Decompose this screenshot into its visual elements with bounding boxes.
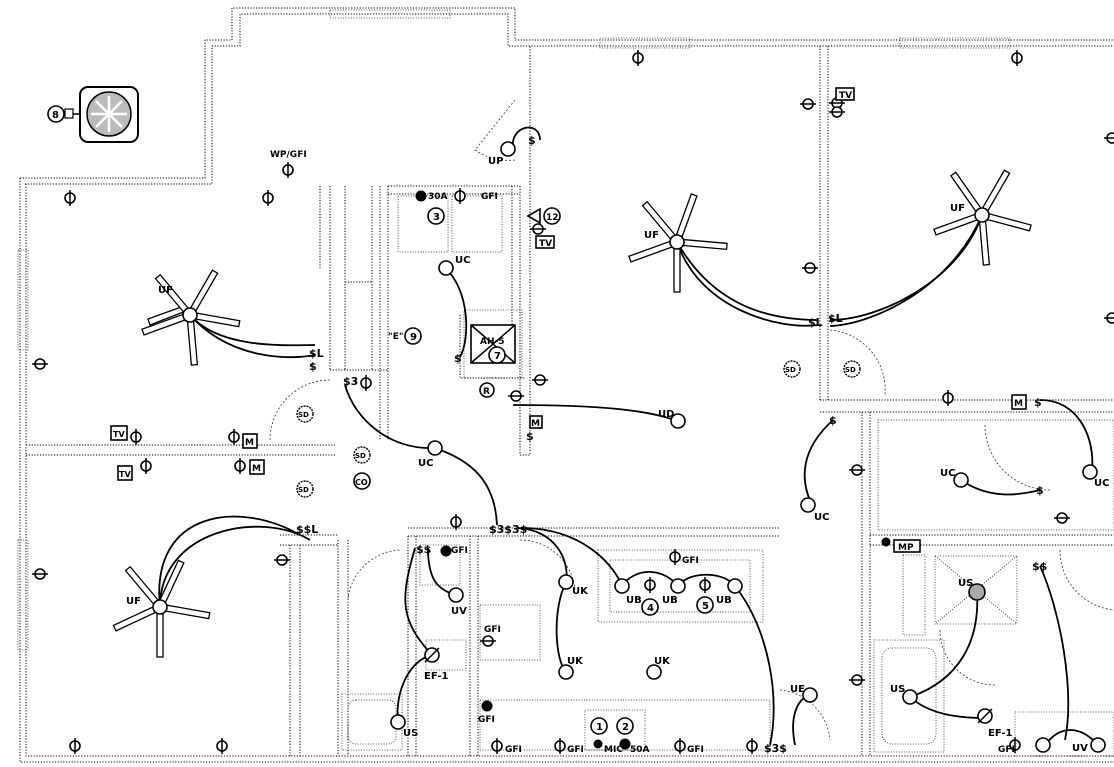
label-30a: 30A (428, 192, 448, 202)
label-uf-1: UF (158, 285, 173, 296)
tag-9: 9 (410, 332, 417, 343)
tv-box-2: TV (539, 239, 552, 249)
tv-box-1: TV (839, 91, 852, 101)
switch-s-4: $ (526, 430, 534, 443)
switch-ssl: $$L (296, 523, 318, 536)
label-50a: 50A (630, 745, 650, 755)
label-uc-4: UC (940, 468, 955, 479)
label-gfi-3: GFI (484, 625, 501, 635)
switch-s-5: $ (829, 414, 837, 427)
label-gfi-2: GFI (451, 546, 468, 556)
ceiling-fan-2 (628, 193, 728, 293)
door-swings (269, 99, 1114, 741)
ah5-label: AH-5 (480, 337, 505, 347)
switch-ss-2: $$ (1032, 560, 1047, 573)
label-ub-2: UB (662, 595, 678, 606)
switch-s-1: $ (309, 360, 317, 373)
label-us-2: US (890, 684, 905, 695)
tag-co: CO (355, 478, 368, 487)
switch-s3s: $3$ (764, 742, 787, 755)
label-gfi-6: GFI (505, 745, 522, 755)
switch-s3ss: $3$3$ (489, 523, 527, 536)
label-gfi-5: GFI (682, 556, 699, 566)
e-mark: "E" (388, 332, 404, 342)
switch-sl-2: $L (808, 316, 823, 329)
switch-sl-1: $L (309, 347, 324, 360)
tag-3: 3 (433, 212, 440, 223)
label-us-3: US (958, 578, 973, 589)
text-labels: WP/GFI 30A GFI GFI GFI GFI GFI GFI GFI G… (270, 150, 1015, 755)
label-ub-1: UB (626, 595, 642, 606)
label-wp-gfi: WP/GFI (270, 150, 307, 160)
switch-s-6: $ (1034, 396, 1042, 409)
m-box-2: M (252, 464, 261, 474)
label-ef1-1: EF-1 (424, 671, 449, 682)
label-gfi-7: GFI (567, 745, 584, 755)
label-uc-1: UC (455, 255, 470, 266)
receptacles (32, 50, 1114, 754)
label-us-1: US (403, 728, 418, 739)
m-box-4: M (1014, 399, 1023, 409)
tag-circles (296, 207, 861, 735)
label-ub-3: UB (716, 595, 732, 606)
switch-s-2: $ (528, 134, 536, 147)
switch-sl-3: $L (828, 312, 843, 325)
label-gfi-8: GFI (687, 745, 704, 755)
tag-sd-1: SD (298, 411, 309, 419)
tag-5: 5 (702, 601, 709, 612)
tag-1: 1 (596, 722, 603, 733)
tag-2: 2 (622, 722, 629, 733)
label-ef1-2: EF-1 (988, 728, 1013, 739)
label-uc-5: UC (1094, 478, 1109, 489)
tv-box-3: TV (113, 430, 125, 439)
label-uk-2: UK (567, 656, 584, 667)
m-box-1: M (245, 438, 254, 448)
switch-s-3: $ (454, 352, 462, 365)
label-uk-1: UK (572, 586, 589, 597)
ceiling-fan-1 (141, 269, 241, 366)
label-mic: MIC (604, 745, 623, 755)
switch-labels: $L $ $3 $ $ $L $L $$L $3$3$ $$ $ $ $ $ $… (296, 134, 1047, 755)
switch-s3-1: $3 (343, 375, 358, 388)
label-uf-2: UF (644, 230, 659, 241)
walls (17, 7, 1114, 763)
tag-r: R (483, 387, 490, 397)
label-uc-2: UC (418, 458, 433, 469)
tag-sd-2: SD (355, 452, 366, 460)
label-ue: UE (790, 684, 805, 695)
tag-8: 8 (52, 110, 59, 121)
tag-texts: 3 12 9 7 R 4 5 1 2 CO SD SD SD SD SD (298, 212, 856, 733)
special-receptacles (415, 190, 891, 750)
label-ud: UD (658, 409, 674, 420)
m-box-3: M (531, 419, 540, 429)
label-uv-1: UV (451, 606, 467, 617)
tag-sd-4: SD (785, 366, 796, 374)
mp-box: MP (898, 543, 914, 553)
label-uf-4: UF (126, 596, 141, 607)
switch-ss-1: $$ (416, 543, 431, 556)
ceiling-fan-3 (933, 169, 1032, 266)
exhaust-fan-unit (47, 86, 139, 143)
label-uc-3: UC (814, 512, 829, 523)
tag-sd-3: SD (298, 486, 309, 494)
tag-sd-5: SD (845, 366, 856, 374)
label-gfi-4: GFI (478, 715, 495, 725)
fixture-labels: UP UC UC UD UC UC UC UK UK UK UB UB UB U… (403, 156, 1109, 754)
ceiling-fan-4 (112, 559, 211, 658)
label-up: UP (488, 156, 503, 167)
device-boxes: TV TV TV TV M M M M MP AH-5 "E" (110, 87, 1027, 553)
switch-s-7: $ (1036, 484, 1044, 497)
tag-12: 12 (546, 213, 559, 223)
light-fixtures (390, 141, 1106, 753)
label-gfi-9: GFI (998, 745, 1015, 755)
tag-7: 7 (494, 351, 501, 362)
label-uf-3: UF (950, 203, 965, 214)
label-gfi-1: GFI (481, 192, 498, 202)
tv-box-4: TV (119, 470, 131, 479)
tag-4: 4 (647, 603, 654, 614)
label-uk-3: UK (654, 656, 671, 667)
label-uv-2: UV (1072, 743, 1088, 754)
